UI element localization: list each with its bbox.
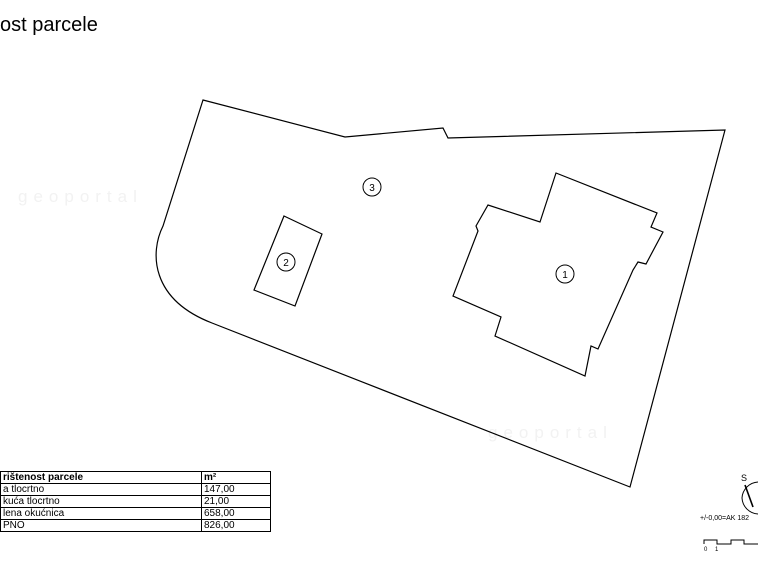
table-row: lena okućnica 658,00 bbox=[0, 507, 271, 520]
row-value: 147,00 bbox=[201, 483, 271, 496]
row-name: PNO bbox=[0, 519, 202, 532]
elevation-note: +/-0,00=AK 182 bbox=[700, 515, 750, 522]
watermark-left: geoportal bbox=[18, 187, 143, 206]
row-name: lena okućnica bbox=[0, 507, 202, 520]
table-row: kuća tlocrtno 21,00 bbox=[0, 495, 271, 508]
page-title: ost parcele bbox=[0, 14, 98, 36]
zone-label-2: 2 bbox=[283, 258, 289, 269]
zone-marker-3 bbox=[362, 177, 382, 197]
table-row: PNO 826,00 bbox=[0, 519, 271, 532]
outbuilding-footprint bbox=[253, 215, 323, 307]
row-value: 21,00 bbox=[201, 495, 271, 508]
north-arrow-needle bbox=[744, 484, 754, 508]
row-name: a tlocrtno bbox=[0, 483, 202, 496]
north-arrow-icon bbox=[741, 481, 758, 515]
row-value: 658,00 bbox=[201, 507, 271, 520]
row-value: 826,00 bbox=[201, 519, 271, 532]
area-table-header-name: rištenost parcele bbox=[0, 471, 202, 484]
zone-marker-2 bbox=[276, 252, 296, 272]
parcel-boundary bbox=[155, 99, 726, 488]
area-table-header: rištenost parcele m² bbox=[0, 471, 271, 484]
watermark-right: geoportal bbox=[488, 423, 613, 442]
north-label: S bbox=[741, 473, 747, 483]
zone-marker-1 bbox=[555, 264, 575, 284]
area-table-header-unit: m² bbox=[201, 471, 271, 484]
row-name: kuća tlocrtno bbox=[0, 495, 202, 508]
zone-label-1: 1 bbox=[562, 270, 568, 281]
table-row: a tlocrtno 147,00 bbox=[0, 483, 271, 496]
zone-label-3: 3 bbox=[369, 183, 375, 194]
scale-bar bbox=[703, 539, 758, 545]
house-footprint bbox=[452, 172, 664, 377]
scale-label-1: 1 bbox=[715, 547, 719, 553]
area-table: rištenost parcele m² a tlocrtno 147,00 k… bbox=[0, 471, 271, 532]
scale-label-0: 0 bbox=[704, 547, 708, 553]
